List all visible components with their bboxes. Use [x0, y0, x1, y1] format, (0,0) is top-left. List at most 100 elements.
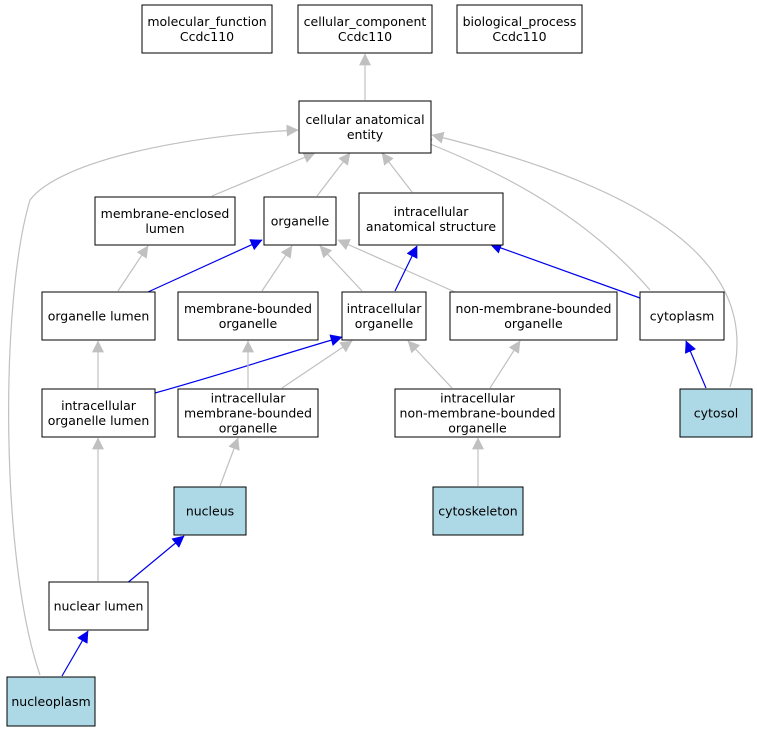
node-cytoskeleton[interactable]: cytoskeleton: [432, 486, 524, 536]
node-label: anatomical structure: [366, 219, 496, 234]
edge-np-to-cae: [8, 124, 299, 676]
node-label: intracellular: [211, 391, 287, 406]
node-box: [297, 4, 433, 54]
node-box: [177, 388, 319, 438]
edge-line: [261, 245, 293, 292]
edge-line: [147, 239, 263, 293]
node-label: Ccdc110: [338, 29, 392, 44]
edge-cytosol-to-cyto: [684, 340, 707, 389]
node-label: molecular_function: [147, 14, 266, 29]
edge-line: [154, 334, 343, 394]
edge-line: [281, 340, 353, 389]
node-label: intracellular: [394, 204, 470, 219]
node-box: [48, 581, 149, 631]
node-cytosol[interactable]: cytosol: [679, 388, 753, 438]
node-box: [177, 291, 319, 341]
edge-np-to-nl: [61, 630, 89, 677]
node-box: [639, 291, 725, 341]
edge-inmbo-to-io: [407, 340, 453, 389]
edges-layer: [8, 53, 738, 677]
node-label: cellular anatomical: [305, 112, 424, 127]
edge-line: [407, 340, 453, 389]
edge-mbo-to-org: [261, 245, 293, 292]
node-box: [94, 196, 236, 246]
edge-cyto-to-ias: [489, 242, 641, 299]
node-label: nuclear lumen: [54, 599, 144, 614]
edge-line: [219, 437, 240, 487]
edge-line: [8, 124, 299, 676]
node-cyto[interactable]: cytoplasm: [639, 291, 725, 341]
node-label: organelle: [355, 316, 414, 331]
edge-nl-to-nucleus: [125, 535, 185, 585]
node-box: [173, 486, 247, 536]
edge-line: [431, 131, 738, 388]
node-box: [263, 196, 337, 246]
edge-line: [419, 138, 651, 291]
node-box: [41, 291, 156, 341]
node-label: intracellular: [61, 398, 137, 413]
node-label: organelle: [504, 316, 563, 331]
edge-cyto-to-cae: [419, 138, 651, 291]
node-label: organelle lumen: [48, 309, 150, 324]
edge-ias-to-cae: [381, 152, 413, 193]
node-label: nucleus: [186, 504, 234, 519]
node-label: Ccdc110: [492, 29, 546, 44]
edge-ol-to-org: [147, 239, 263, 293]
node-org[interactable]: organelle: [263, 196, 337, 246]
nodes-layer: molecular_functionCcdc110cellular_compon…: [6, 4, 753, 727]
edge-nmbo-to-org: [337, 239, 456, 293]
node-label: organelle: [271, 214, 330, 229]
edge-line: [125, 535, 185, 585]
edge-line: [211, 151, 316, 197]
node-label: nucleoplasm: [11, 694, 90, 709]
node-nl[interactable]: nuclear lumen: [48, 581, 149, 631]
node-np[interactable]: nucleoplasm: [6, 676, 96, 727]
node-box: [432, 486, 524, 536]
node-inmbo[interactable]: intracellularnon-membrane-boundedorganel…: [394, 388, 561, 438]
node-label: entity: [347, 127, 384, 142]
node-box: [679, 388, 753, 438]
node-nucleus[interactable]: nucleus: [173, 486, 247, 536]
edge-iol-to-io: [154, 334, 343, 394]
edge-imbo-to-io: [281, 340, 353, 389]
edge-line: [684, 340, 707, 389]
node-box: [456, 4, 583, 54]
edge-line: [489, 340, 521, 389]
edge-nucleus-to-imbo: [219, 437, 240, 487]
edge-cytosol-to-cae: [431, 131, 738, 388]
node-label: lumen: [145, 221, 184, 236]
edge-line: [316, 152, 351, 197]
edge-inmbo-to-nmbo: [489, 340, 521, 389]
node-label: organelle: [219, 421, 278, 436]
edge-ol-to-mel: [117, 245, 149, 292]
node-box: [298, 100, 432, 154]
node-label: non-membrane-bounded: [456, 301, 612, 316]
node-label: membrane-bounded: [184, 406, 312, 421]
node-ol[interactable]: organelle lumen: [41, 291, 156, 341]
edge-line: [319, 245, 363, 292]
edge-line: [381, 152, 413, 193]
edge-io-to-ias: [394, 245, 418, 292]
node-label: cytoplasm: [650, 309, 715, 324]
edge-line: [61, 630, 89, 677]
node-label: membrane-enclosed: [101, 206, 230, 221]
node-label: biological_process: [463, 14, 577, 29]
node-label: cytoskeleton: [438, 504, 517, 519]
node-label: non-membrane-bounded: [400, 406, 556, 421]
node-label: membrane-bounded: [184, 301, 312, 316]
edge-line: [337, 239, 456, 293]
edge-line: [394, 245, 418, 292]
node-label: organelle: [448, 421, 507, 436]
